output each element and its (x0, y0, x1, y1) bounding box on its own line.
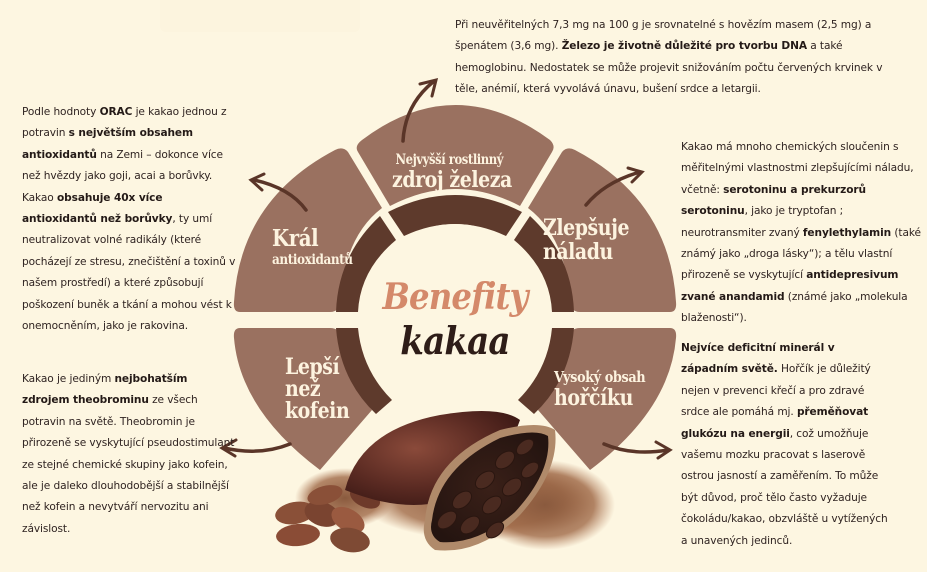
text-run: Při neuvěřitelných 7,3 mg na 100 g je sr… (455, 19, 872, 31)
segment-caffeine-line2: než (285, 376, 321, 402)
segment-antioxidants-small: antioxidantů (272, 252, 353, 268)
segment-mood-line1: Zlepšuje (543, 215, 630, 241)
segment-magnesium (538, 328, 677, 470)
text-run: je kakao jednou z potravin (22, 106, 227, 140)
segment-mood (528, 148, 677, 312)
segment-label-caffeine: Lepší než kofein (285, 354, 350, 424)
text-run: špenátem (3,6 mg). (455, 40, 562, 53)
arrow-to-caffeine-icon (222, 442, 292, 453)
segment-antioxidants-big: Král (272, 225, 319, 252)
bold-text: antidepresivum zvané anandamid (681, 269, 899, 303)
bold-text: obsahuje 40x více antioxidantů než borův… (22, 191, 173, 226)
cocoa-pod-and-beans-image (275, 411, 615, 553)
segment-shapes (233, 105, 677, 470)
segment-label-iron: Nejvyšší rostlinný zdroj železa (392, 152, 512, 192)
center-disc (359, 224, 551, 416)
segment-antioxidants (233, 148, 382, 312)
bold-text: serotoninu a prekurzorů serotoninu (681, 183, 866, 218)
arrow-to-antioxidants-icon (252, 178, 308, 212)
segment-label-antioxidants: Král antioxidantů (272, 225, 353, 269)
segment-magnesium-big: hořčíku (554, 385, 633, 411)
bold-text: nejbohatším zdrojem theobrominu (22, 373, 188, 407)
bold-text: s největším obsahem antioxidantů (22, 127, 193, 161)
text-run: Kakao má mnoho chemických sloučenin s mě… (681, 141, 914, 196)
segment-label-magnesium: Vysoký obsah hořčíku (554, 368, 646, 411)
bold-text: Železo je životně důležité pro tvorbu DN… (561, 40, 807, 53)
segment-iron-small: Nejvyšší rostlinný (395, 152, 504, 168)
text-run: a také hemoglobinu. Nedostatek se může p… (455, 40, 883, 96)
arrow-to-mood-icon (584, 170, 642, 207)
text-run: Hořčík je důležitý nejen v prevenci křeč… (681, 363, 871, 419)
text-run: ze všech potravin na světě. Theobromin j… (22, 394, 235, 535)
text-run: na Zemi – dokonce více než hvězdy jako g… (22, 148, 223, 204)
bold-text: ORAC (99, 106, 133, 118)
segment-caffeine-line3: kofein (285, 398, 350, 424)
text-caffeine: Kakao je jediným nejbohatším zdrojem the… (22, 369, 237, 540)
text-mood: Kakao má mnoho chemických sloučenin s mě… (681, 137, 921, 330)
text-antioxidants: Podle hodnoty ORAC je kakao jednou z pot… (22, 102, 237, 337)
segment-caffeine-line1: Lepší (285, 354, 340, 380)
text-run: (také známý jako „droga lásky“); a tělu … (681, 226, 921, 282)
text-run: , ty umí neutralizovat volné radikály (k… (22, 213, 236, 333)
segment-caffeine (233, 328, 372, 470)
text-run: Kakao je jediným (22, 373, 115, 385)
text-iron: Při neuvěřitelných 7,3 mg na 100 g je sr… (455, 15, 905, 101)
text-run: Podle hodnoty (22, 106, 100, 118)
bold-text: fenylethylamin (802, 226, 892, 239)
segment-iron-big: zdroj železa (392, 167, 512, 193)
arrow-to-magnesium-icon (602, 442, 670, 454)
text-run: (známé jako „molekula blaženosti“). (681, 290, 908, 325)
inner-ring (336, 195, 574, 414)
watermark (160, 0, 360, 32)
segment-mood-line2: náladu (543, 239, 613, 265)
text-run: , což umožňuje vašemu mozku pracovat s l… (681, 427, 888, 547)
segment-label-mood: Zlepšuje náladu (543, 215, 630, 265)
arrow-to-iron-icon (401, 80, 435, 143)
bold-text: Nejvíce deficitní minerál v západním svě… (681, 342, 835, 376)
text-magnesium: Nejvíce deficitní minerál v západním svě… (681, 338, 891, 552)
bold-text: přeměňovat glukózu na energii (681, 406, 869, 440)
text-run: , jako je tryptofan ; neurotransmiter zv… (681, 205, 844, 239)
center-subtitle: kakaa (400, 318, 510, 363)
center-title: Benefity (382, 276, 528, 318)
segment-magnesium-small: Vysoký obsah (554, 368, 646, 386)
